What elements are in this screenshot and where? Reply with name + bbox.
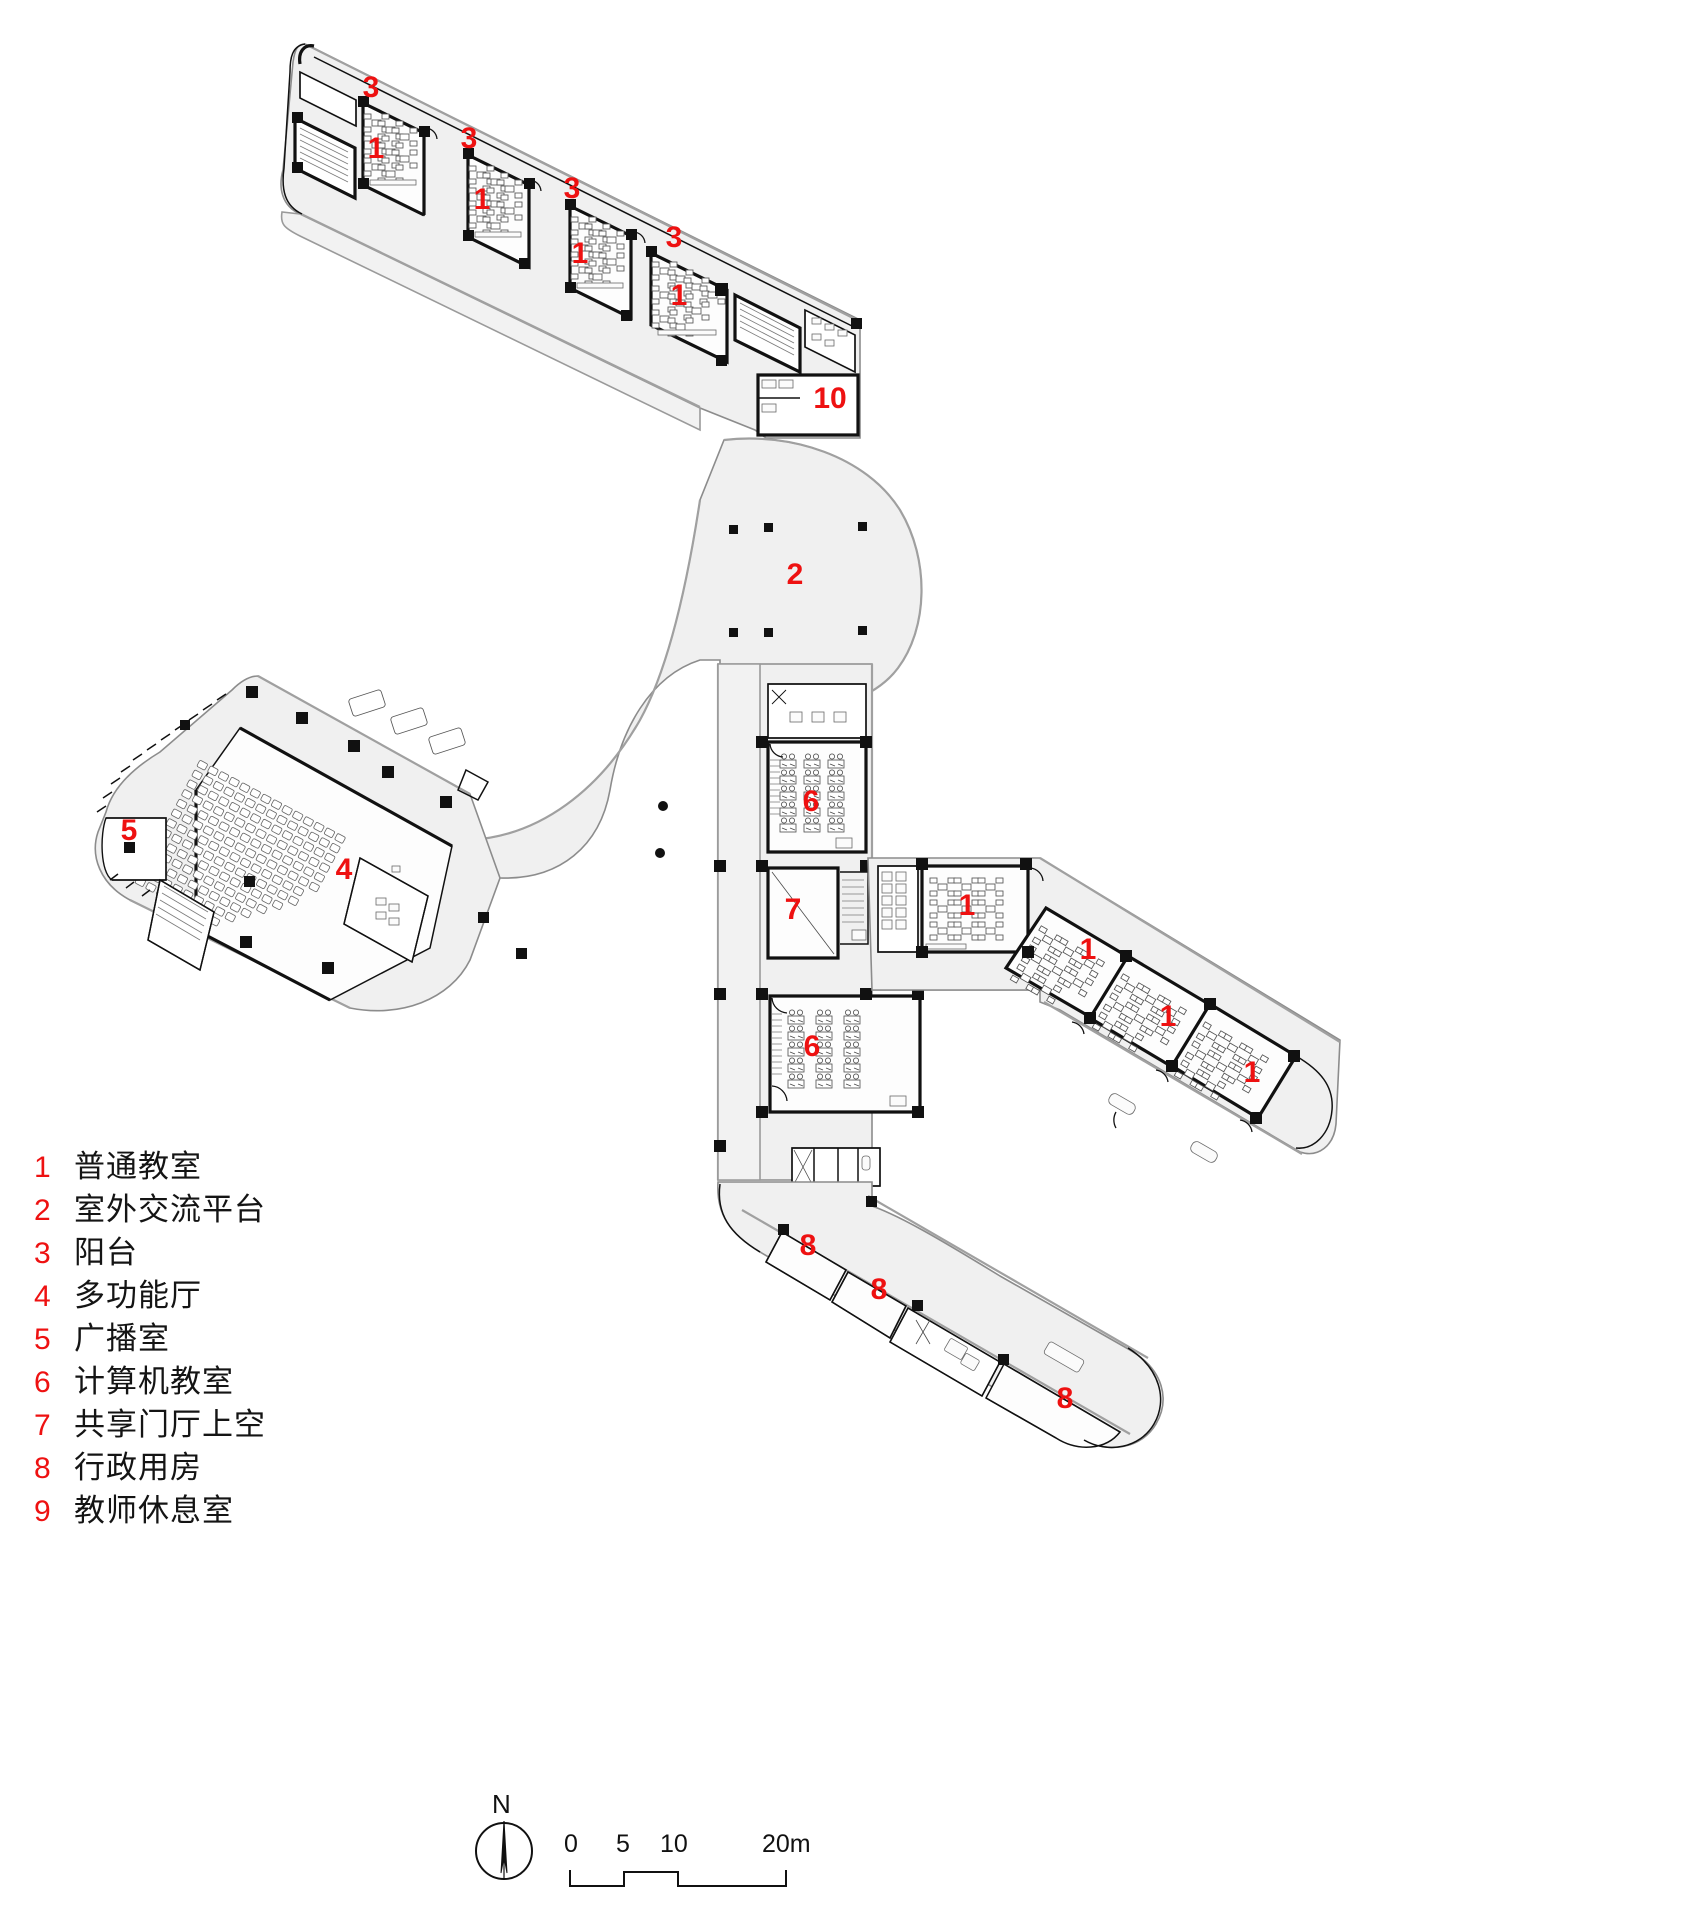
admin-wing <box>717 1181 1164 1449</box>
room-label-3a: 3 <box>363 71 380 104</box>
facade-mullions <box>96 693 227 897</box>
structural-columns <box>292 96 862 366</box>
room-label-6a: 6 <box>803 785 820 818</box>
legend-label: 计算机教室 <box>74 1364 234 1400</box>
legend-number: 4 <box>34 1280 51 1313</box>
service-strip-upper <box>767 683 867 739</box>
shared-lobby-void <box>766 866 869 960</box>
southeast-classroom-wing <box>867 857 1341 1163</box>
outdoor-pods <box>348 689 490 801</box>
legend-item-6: 6 计算机教室 <box>34 1361 454 1404</box>
legend-item-1: 1 普通教室 <box>34 1146 454 1189</box>
legend-number: 5 <box>34 1323 51 1356</box>
auditorium-columns <box>180 686 527 974</box>
legend-label: 行政用房 <box>74 1450 202 1486</box>
legend-number: 1 <box>34 1151 51 1184</box>
room-label-3b: 3 <box>461 122 478 155</box>
scale-tick-10: 10 <box>660 1830 688 1858</box>
room-label-5: 5 <box>121 814 138 847</box>
room-label-1c: 1 <box>572 237 589 270</box>
room-label-8b: 8 <box>871 1273 888 1306</box>
room-label-10: 10 <box>813 382 846 415</box>
admin-room-a <box>765 1230 847 1302</box>
legend-label: 共享门厅上空 <box>74 1407 266 1443</box>
room-label-3c: 3 <box>564 172 581 205</box>
room-label-1f: 1 <box>1080 933 1097 966</box>
broadcast-room <box>101 817 167 881</box>
room-label-8a: 8 <box>800 1229 817 1262</box>
room-label-8c: 8 <box>1057 1382 1074 1415</box>
admin-room-c <box>984 1341 1122 1448</box>
legend-number: 9 <box>34 1495 51 1528</box>
computer-classroom-upper <box>766 740 868 854</box>
auditorium-stair-west <box>147 878 215 972</box>
admin-room-b <box>831 1270 907 1340</box>
legend-number: 8 <box>34 1452 51 1485</box>
room-label-4: 4 <box>336 853 353 886</box>
legend-number: 3 <box>34 1237 51 1270</box>
north-arrow: N <box>470 1789 590 1887</box>
admin-service-core <box>889 1306 1001 1398</box>
stage <box>343 856 429 964</box>
legend-label: 普通教室 <box>74 1149 202 1185</box>
core-toilets-lift <box>791 1147 881 1187</box>
legend-item-8: 8 行政用房 <box>34 1447 454 1490</box>
outdoor-terrace-platform <box>469 437 923 879</box>
scale-tick-0: 0 <box>564 1830 578 1858</box>
legend-number: 2 <box>34 1194 51 1227</box>
scale-bar-graphic <box>569 1870 787 1887</box>
legend-label: 多功能厅 <box>74 1278 202 1314</box>
north-label: N <box>492 1789 511 1819</box>
stair-core-west <box>293 115 357 201</box>
room-label-1a: 1 <box>368 132 385 165</box>
legend-item-3: 3 阳台 <box>34 1232 454 1275</box>
corridor-pods <box>1108 1093 1218 1163</box>
legend-number: 7 <box>34 1409 51 1442</box>
locker-strip <box>877 865 919 953</box>
scale-tick-5: 5 <box>616 1830 630 1858</box>
admin-columns <box>778 1196 1009 1365</box>
room-label-2: 2 <box>787 558 804 591</box>
room-label-1d: 1 <box>671 279 688 312</box>
room-label-1b: 1 <box>474 183 491 216</box>
legend-label: 广播室 <box>74 1321 170 1357</box>
terrace-columns <box>655 522 867 858</box>
room-label-1h: 1 <box>1244 1056 1261 1089</box>
legend-item-2: 2 室外交流平台 <box>34 1189 454 1232</box>
spine-columns <box>714 736 924 1152</box>
room-label-1g: 1 <box>1160 1000 1177 1033</box>
north-arrow-icon <box>475 1820 533 1880</box>
scale-tick-20: 20m <box>762 1830 811 1858</box>
legend: 1 普通教室 2 室外交流平台 3 阳台 4 多功能厅 5 广播室 6 计算机教… <box>34 1146 454 1533</box>
legend-item-7: 7 共享门厅上空 <box>34 1404 454 1447</box>
legend-label: 阳台 <box>74 1235 138 1271</box>
north-classroom-wing <box>280 43 862 448</box>
legend-item-9: 9 教师休息室 <box>34 1490 454 1533</box>
east-core <box>733 292 856 375</box>
room-number-labels: 3 1 3 1 3 1 3 1 10 2 5 4 6 7 1 1 6 1 1 8… <box>121 71 1261 1415</box>
room-10-block <box>733 373 860 448</box>
room-label-1e: 1 <box>959 889 976 922</box>
legend-item-5: 5 广播室 <box>34 1318 454 1361</box>
classroom-1 <box>361 101 426 217</box>
legend-number: 6 <box>34 1366 51 1399</box>
se-columns <box>916 858 1300 1124</box>
auditorium-wing <box>94 675 527 1012</box>
legend-label: 室外交流平台 <box>74 1192 266 1228</box>
legend-label: 教师休息室 <box>74 1493 234 1529</box>
room-label-3d: 3 <box>666 221 683 254</box>
legend-item-4: 4 多功能厅 <box>34 1275 454 1318</box>
computer-classroom-lower <box>768 994 922 1114</box>
room-label-6b: 6 <box>804 1030 821 1063</box>
room-label-7: 7 <box>785 893 802 926</box>
